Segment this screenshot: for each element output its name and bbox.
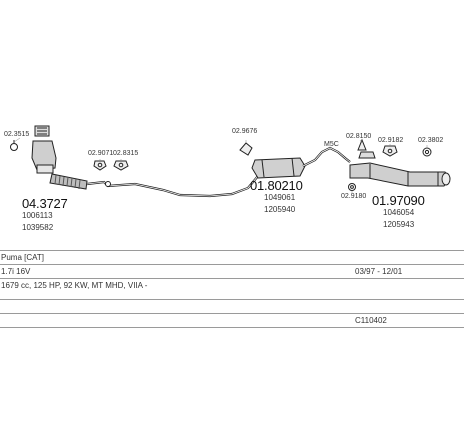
gasket-b-icon [113, 160, 129, 171]
hanger-mid-callout: 02.9676 [232, 128, 258, 135]
clamp-left-callout: 02.3515 [4, 131, 30, 138]
part-number: 04.3727 [22, 196, 68, 211]
part-ref: 1205940 [264, 205, 296, 214]
part-ref: 1039582 [22, 223, 54, 232]
gasket-c-callout: 02.9182 [378, 137, 404, 144]
clamp-left-icon [10, 140, 18, 151]
front-pipe-icon [86, 175, 259, 198]
rear-silencer-icon [349, 162, 451, 187]
catalytic-converter-icon [31, 125, 57, 174]
table-row: 1679 cc, 125 HP, 92 KW, MT MHD, VIIA - [0, 278, 464, 291]
gasket-e-icon [348, 183, 356, 191]
clamp-right-icon [357, 138, 376, 159]
gasket-a-icon [93, 160, 107, 171]
middle-silencer-icon [251, 157, 306, 179]
part-ref: 1205943 [383, 220, 415, 229]
table-row [0, 299, 464, 312]
hanger-mid-icon [239, 142, 253, 156]
table-row: C110402 [0, 313, 464, 326]
part-number: 01.97090 [372, 193, 425, 208]
vehicle-engine: 1.7i 16V [1, 267, 31, 276]
vehicle-spec: 1679 cc, 125 HP, 92 KW, MT MHD, VIIA - [1, 281, 148, 290]
exhaust-system-diagram: 02.3515 02.9071 02.8315 02.9676 M5C 02.8… [4, 125, 451, 232]
gasket-d-icon [422, 147, 432, 157]
part-ref: 1006113 [22, 211, 53, 220]
part-number: 01.80210 [250, 178, 303, 193]
leader-lines [13, 137, 428, 193]
gasket-a-callout: 02.9071 [88, 150, 114, 157]
gasket-c-icon [382, 145, 398, 157]
part-ref: 1046054 [383, 208, 415, 217]
vehicle-years: 03/97 - 12/01 [355, 267, 403, 276]
clamp-mid-callout: M5C [324, 141, 339, 148]
vehicle-model: Puma [CAT] [1, 253, 44, 262]
table-row: 1.7i 16V 03/97 - 12/01 [0, 264, 464, 277]
gasket-b-callout: 02.8315 [113, 150, 139, 157]
vehicle-code: C110402 [355, 316, 387, 325]
flex-pipe-icon [49, 173, 88, 190]
exhaust-drawing [10, 125, 451, 198]
table-row: Puma [CAT] [0, 250, 464, 263]
table-bottom-rule [0, 327, 464, 328]
gasket-e-callout: 02.9180 [341, 193, 367, 200]
mid-pipe-icon [302, 146, 351, 167]
part-ref: 1049061 [264, 193, 296, 202]
gasket-d-callout: 02.3802 [418, 137, 444, 144]
clamp-right-callout: 02.8150 [346, 133, 372, 140]
